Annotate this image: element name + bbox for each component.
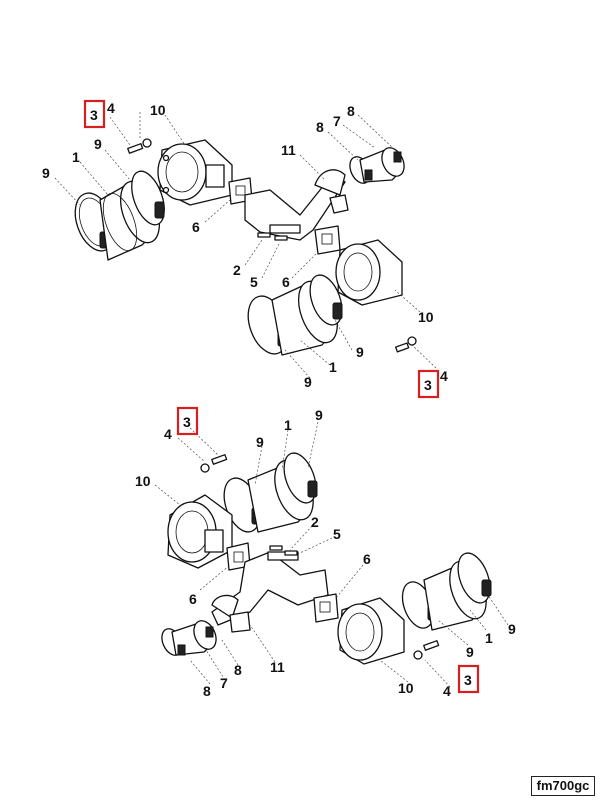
bottom-assembly: 3 4 9 1 9 10 2 5 6 6 9 1 9 8 11 8 7 10 4… xyxy=(135,406,516,699)
clamp-ring xyxy=(131,170,165,226)
callout-label: 5 xyxy=(250,274,258,290)
callout-label: 9 xyxy=(94,136,102,152)
callout-label: 11 xyxy=(281,142,296,158)
callout-label: 9 xyxy=(466,644,474,660)
callout-label: 1 xyxy=(72,149,80,165)
callout-label: 10 xyxy=(150,102,166,118)
inlet-housing xyxy=(157,139,233,206)
inlet-housing xyxy=(335,239,403,306)
bolt xyxy=(395,336,417,353)
callout-label: 4 xyxy=(443,683,451,699)
callout-label: 2 xyxy=(311,514,319,530)
callout-label: 10 xyxy=(398,680,414,696)
callout-label: 3 xyxy=(90,107,98,123)
callout-label: 1 xyxy=(329,359,337,375)
callout-label: 3 xyxy=(464,672,472,688)
clamp-ring xyxy=(309,274,343,326)
top-assembly: 3 4 10 9 1 9 6 11 8 7 8 2 5 6 10 9 1 9 3… xyxy=(42,99,448,399)
callout-label: 4 xyxy=(440,368,448,384)
callout-label: 1 xyxy=(284,417,292,433)
callout-label: 5 xyxy=(333,526,341,542)
clamp-ring xyxy=(457,552,492,604)
callout-highlight xyxy=(417,369,440,399)
inlet-housing xyxy=(167,494,233,569)
callout-label: 8 xyxy=(316,119,324,135)
callout-label: 6 xyxy=(282,274,290,290)
callout-label: 6 xyxy=(189,591,197,607)
figure-code: fm700gc xyxy=(531,776,595,796)
callout-label: 1 xyxy=(485,630,493,646)
callout-highlight xyxy=(83,99,106,129)
callout-label: 10 xyxy=(418,309,434,325)
callout-label: 4 xyxy=(107,100,115,116)
callout-label: 6 xyxy=(192,219,200,235)
callout-label: 9 xyxy=(356,344,364,360)
small-bolts xyxy=(257,232,288,241)
small-bolts xyxy=(269,545,298,556)
callout-label: 10 xyxy=(135,473,151,489)
callout-label: 9 xyxy=(508,621,516,637)
callout-label: 3 xyxy=(424,377,432,393)
callout-label: 3 xyxy=(183,414,191,430)
callout-label: 7 xyxy=(333,113,341,129)
manifold xyxy=(211,551,329,633)
callout-highlight xyxy=(176,406,199,436)
small-hose-set xyxy=(161,620,217,656)
callout-highlight xyxy=(457,664,480,694)
callout-label: 8 xyxy=(234,662,242,678)
callout-label: 11 xyxy=(270,659,285,675)
callout-label: 2 xyxy=(233,262,241,278)
inlet-housing xyxy=(337,597,405,665)
callout-label: 9 xyxy=(304,374,312,390)
callout-label: 9 xyxy=(256,434,264,450)
gasket xyxy=(314,225,341,255)
callout-label: 7 xyxy=(220,675,228,691)
bolt xyxy=(413,640,440,660)
gasket xyxy=(313,593,339,623)
callout-label: 8 xyxy=(347,103,355,119)
callout-label: 4 xyxy=(164,426,172,442)
manifold xyxy=(244,169,349,241)
small-hose-set xyxy=(349,147,405,184)
clamp-ring xyxy=(283,452,318,504)
callout-label: 9 xyxy=(315,407,323,423)
callout-label: 8 xyxy=(203,683,211,699)
bolt xyxy=(127,138,152,154)
callout-label: 6 xyxy=(363,551,371,567)
callout-label: 9 xyxy=(42,165,50,181)
bolt xyxy=(200,454,228,473)
